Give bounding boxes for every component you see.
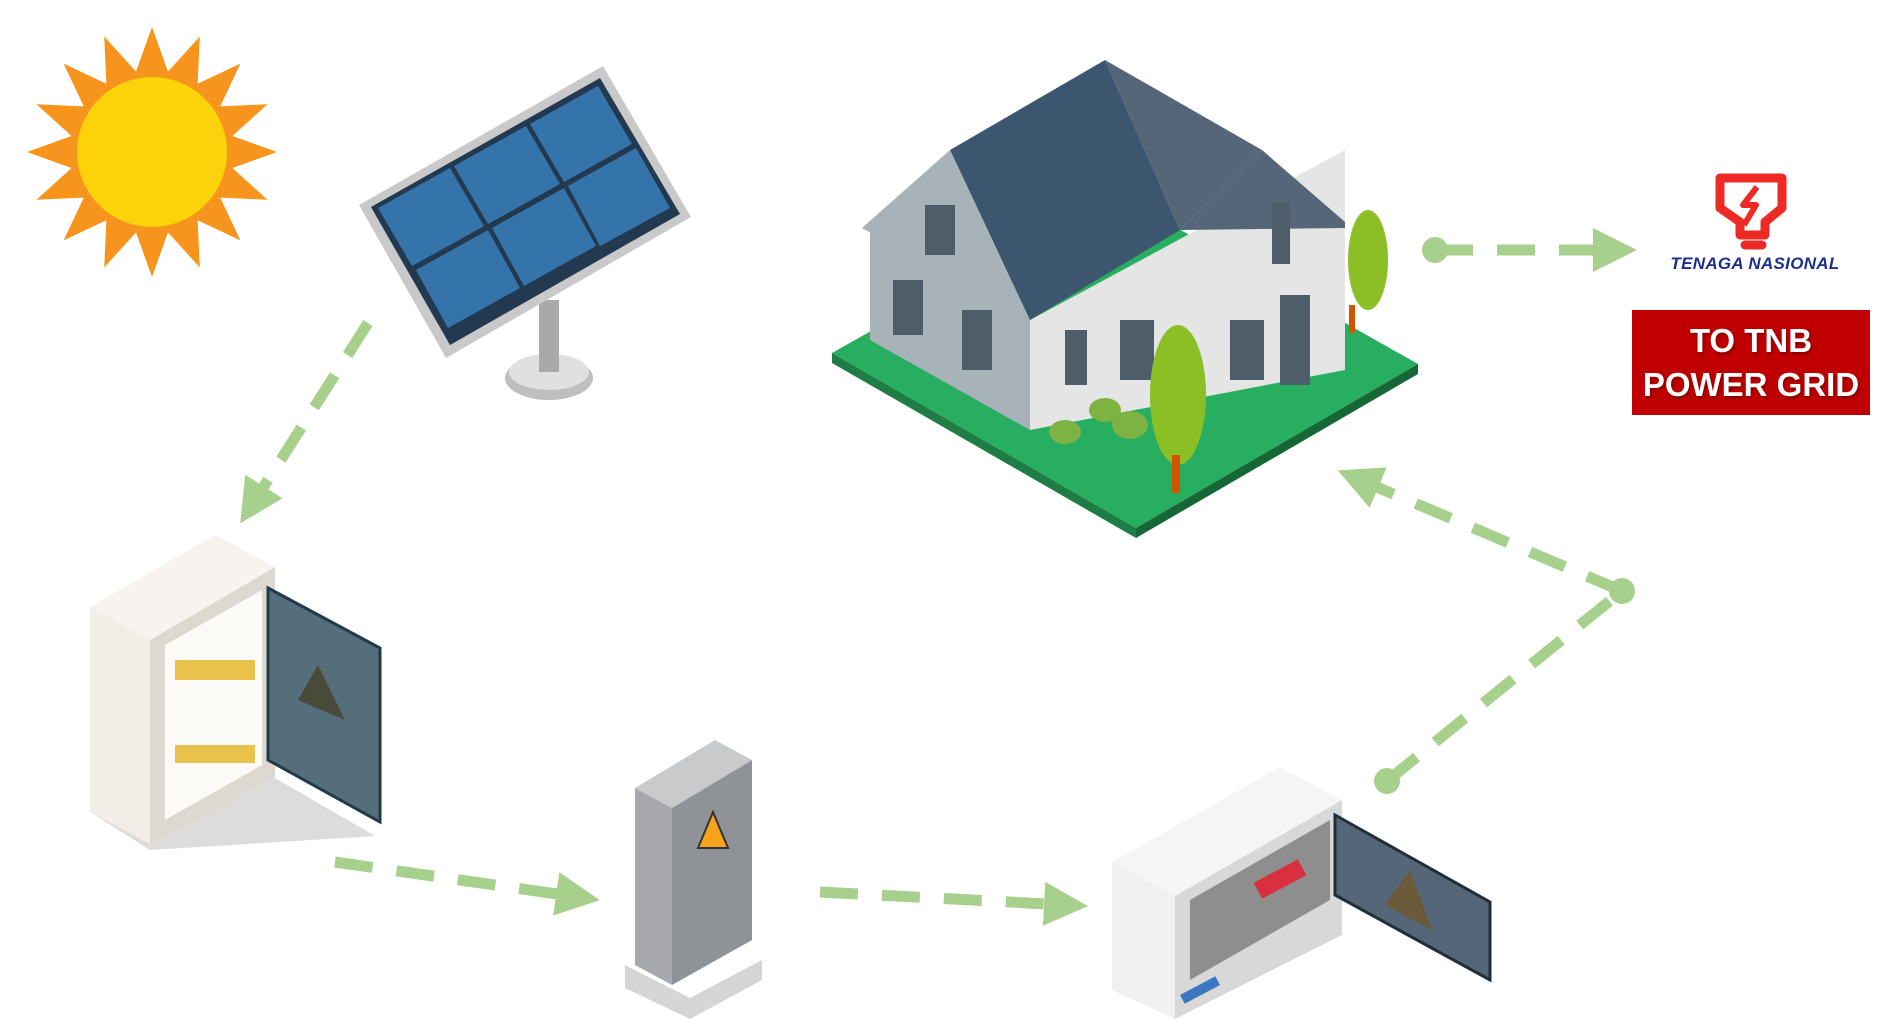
- grid-label-line2: POWER GRID: [1642, 365, 1860, 403]
- tnb-logo-icon: [1715, 173, 1787, 250]
- flow-arrow-ac-box-to-junction: [1383, 586, 1626, 786]
- flow-arrow-panel-to-dc-box: [240, 320, 373, 524]
- house-icon: [832, 60, 1418, 538]
- tnb-logo-text: TENAGA NASIONAL: [1670, 254, 1840, 273]
- solar-panel-icon: [359, 66, 691, 400]
- tnb-power-grid-label: TO TNB POWER GRID: [1632, 310, 1870, 415]
- flow-node-house: [1422, 237, 1448, 263]
- dc-distribution-box-icon: [90, 535, 382, 850]
- inverter-icon: [625, 740, 762, 1019]
- flow-node-ac-box: [1374, 768, 1400, 794]
- flow-arrow-dc-box-to-inverter: [334, 856, 600, 916]
- flow-node-junction: [1609, 578, 1635, 604]
- grid-label-line1: TO TNB: [1689, 321, 1813, 359]
- sun-icon: [27, 27, 277, 277]
- flow-arrow-inverter-to-ac-box: [819, 881, 1088, 926]
- sun-core: [77, 77, 227, 227]
- ac-distribution-box-icon: [1112, 767, 1492, 1019]
- flow-arrow-junction-to-house: [1337, 467, 1625, 597]
